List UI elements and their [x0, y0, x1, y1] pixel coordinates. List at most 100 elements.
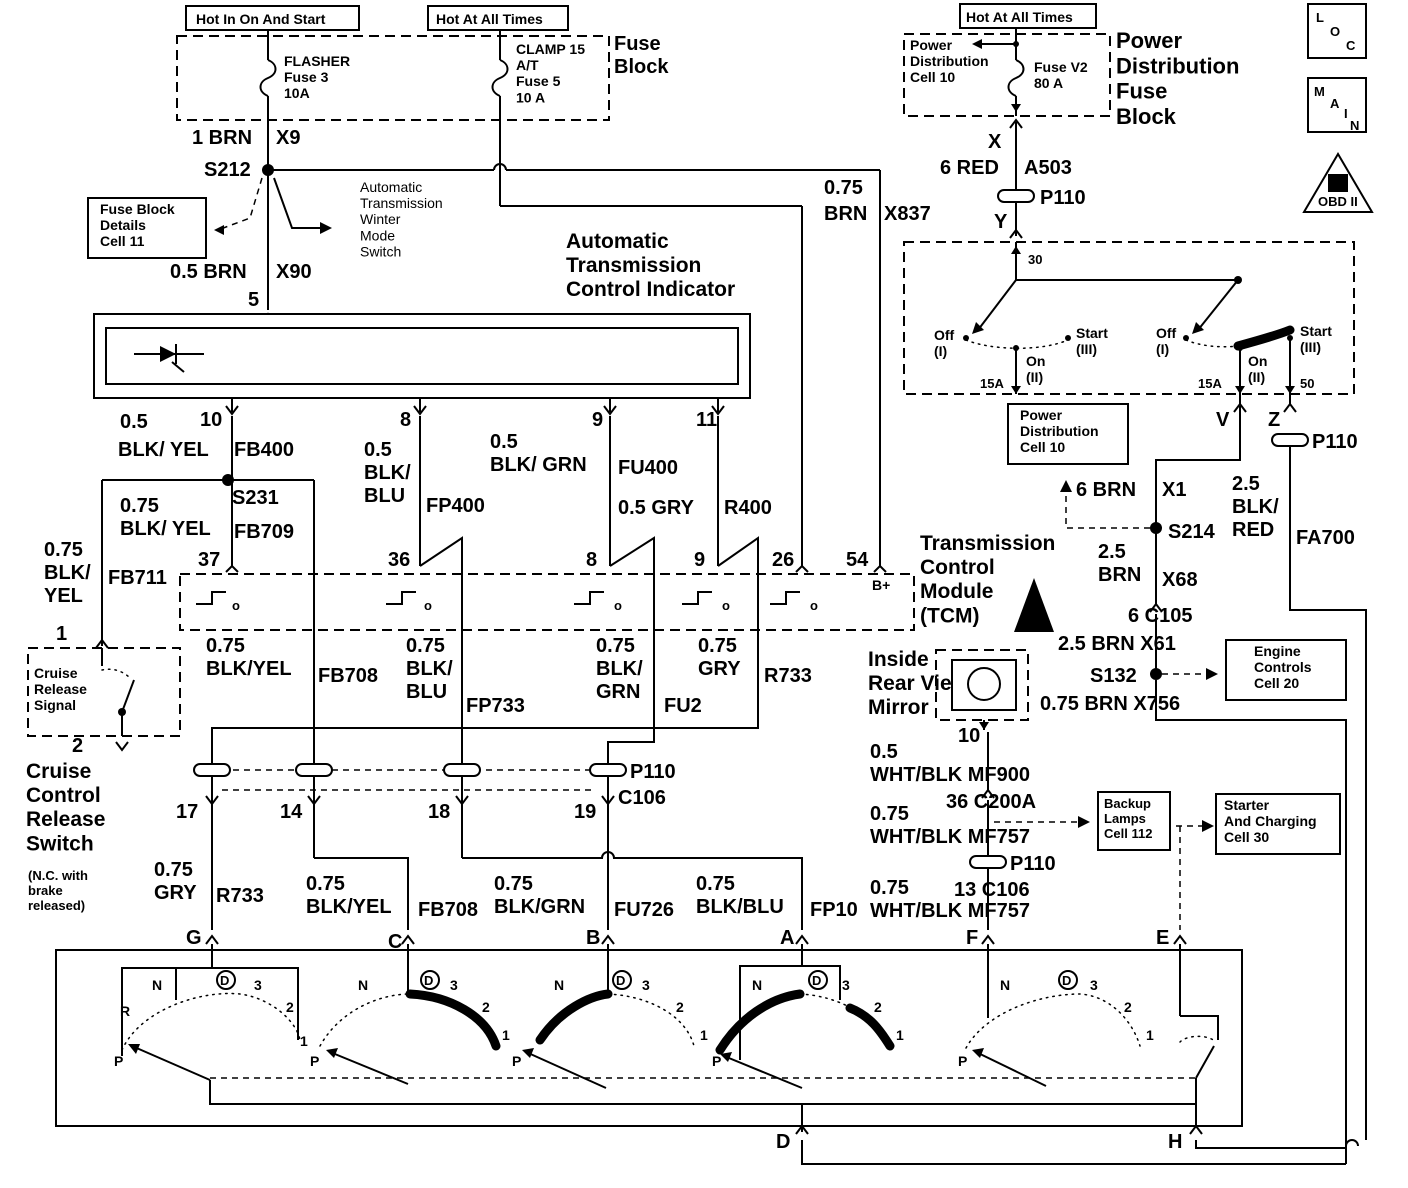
pin-h: H [1168, 1131, 1182, 1153]
svg-text:D: D [220, 973, 229, 988]
pin-37: 37 [198, 549, 220, 571]
wire-r733b-label: R733 [216, 885, 264, 907]
svg-text:3: 3 [254, 977, 262, 993]
wire-6red-label: 6 RED [940, 157, 999, 179]
fuse-block-details-box [87, 197, 207, 259]
fuse-5-icon [491, 59, 509, 97]
splice-s231-label: S231 [232, 487, 279, 509]
svg-text:2: 2 [286, 999, 294, 1015]
selector-switch-block [55, 949, 1243, 1127]
cruise-switch-outline [27, 647, 181, 737]
svg-text:N: N [752, 977, 762, 993]
mirror-outline [935, 649, 1029, 721]
pin-c: C [388, 931, 402, 953]
svg-text:N: N [554, 977, 564, 993]
power-distribution-cell10-box [1007, 403, 1129, 465]
connector-c106r-label: 13 C106 [954, 879, 1030, 901]
pin-v: V [1216, 409, 1230, 431]
ign-start-2: Start(III) [1300, 323, 1332, 355]
selector-1: N R P D 3 2 1 [114, 944, 308, 1081]
connector-p110-c [969, 855, 1007, 869]
pin-36: 36 [388, 549, 410, 571]
connector-p110-a-label: P110 [1040, 187, 1086, 209]
connector-p110-b [1271, 433, 1309, 447]
connector-p110-a [997, 189, 1035, 203]
splice-s214-label: S214 [1168, 521, 1216, 543]
wire-x68-label: X68 [1162, 569, 1198, 591]
pin-9b: 9 [694, 549, 705, 571]
hot-all-times-2-box [959, 3, 1097, 29]
splice-s132 [1150, 668, 1162, 680]
svg-text:L: L [1316, 10, 1324, 25]
pin-9: 9 [592, 409, 603, 431]
svg-text:D: D [1062, 973, 1071, 988]
svg-text:o: o [722, 598, 730, 613]
svg-text:o: o [614, 598, 622, 613]
ign-50: 50 [1300, 376, 1314, 391]
svg-text:1: 1 [896, 1027, 904, 1043]
svg-text:M: M [1314, 84, 1325, 99]
connector-c200a-label: 36 C200A [946, 791, 1036, 813]
svg-text:1: 1 [300, 1033, 308, 1049]
selector-2: N P D 3 2 1 [310, 944, 510, 1085]
svg-text:P: P [958, 1053, 967, 1069]
pin-z: Z [1268, 409, 1280, 431]
connector-p110-b-label: P110 [1312, 431, 1358, 453]
pin-e: E [1156, 927, 1169, 949]
svg-text:N: N [1350, 118, 1359, 133]
pin-5-label: 5 [248, 289, 259, 311]
wire-r733-label: R733 [764, 665, 812, 687]
svg-text:2: 2 [874, 999, 882, 1015]
wire-fu2-label: FU2 [664, 695, 702, 717]
ign-start-1: Start(III) [1076, 325, 1108, 357]
svg-text:P: P [114, 1053, 123, 1069]
pin-a: A [780, 927, 794, 949]
ign-off-2: Off(I) [1156, 325, 1177, 357]
ign-15a-2: 15A [1198, 376, 1222, 391]
svg-text:1: 1 [700, 1027, 708, 1043]
wire-x837-label: X837 [884, 203, 931, 225]
svg-text:D: D [812, 973, 821, 988]
wire-blkyel-label: BLK/ YEL [118, 439, 209, 461]
wire-075-label: 0.75 [824, 177, 863, 199]
esd-warning-icon [1014, 578, 1054, 632]
pin-54: 54 [846, 549, 869, 571]
connector-p110-label: P110 [630, 761, 676, 783]
tcm-outline [179, 573, 915, 631]
svg-text:1: 1 [502, 1027, 510, 1043]
svg-text:N: N [1000, 977, 1010, 993]
wire-fp10-label: FP10 [810, 899, 858, 921]
svg-text:P: P [712, 1053, 721, 1069]
svg-text:D: D [616, 973, 625, 988]
starter-charging-box [1215, 793, 1341, 855]
connector-p110-row [193, 763, 627, 777]
svg-text:O: O [1330, 24, 1340, 39]
wire-x61-label: 2.5 BRN X61 [1058, 633, 1176, 655]
hot-run-start-box [185, 5, 360, 31]
pin-19: 19 [574, 801, 596, 823]
pin-g: G [186, 927, 202, 949]
svg-text:P: P [512, 1053, 521, 1069]
connector-c106-label: C106 [618, 787, 666, 809]
pin-f: F [966, 927, 978, 949]
pdfb-outline [903, 33, 1111, 117]
svg-text:P: P [310, 1053, 319, 1069]
wire-fb708-label: FB708 [318, 665, 378, 687]
